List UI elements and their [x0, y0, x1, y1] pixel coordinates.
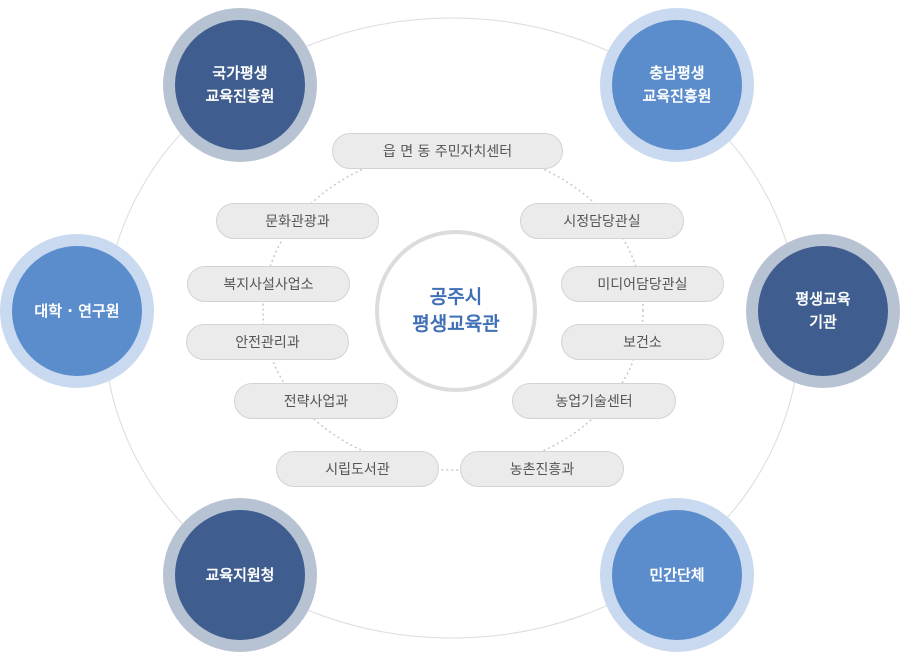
dept-safety: 안전관리과: [186, 324, 349, 360]
dept-rural: 농촌진흥과: [460, 451, 624, 487]
node-lifelong: 평생교육 기관: [746, 234, 900, 388]
node-education: 교육지원청: [163, 498, 317, 652]
node-national: 국가평생 교육진흥원: [163, 8, 317, 162]
dept-cityinfo: 시정담당관실: [520, 203, 684, 239]
node-national-label: 국가평생 교육진흥원: [175, 20, 305, 150]
dept-health: 보건소: [561, 324, 724, 360]
dept-eupmyeondong: 읍 면 동 주민자치센터: [332, 133, 563, 169]
node-civil: 민간단체: [600, 498, 754, 652]
dept-welfare: 복지사설사업소: [187, 266, 350, 302]
center-hub: 공주시 평생교육관: [375, 230, 537, 392]
dept-media: 미디어담당관실: [561, 266, 724, 302]
dept-library: 시립도서관: [276, 451, 439, 487]
node-university: 대학 · 연구원: [0, 234, 154, 388]
node-education-label: 교육지원청: [175, 510, 305, 640]
node-university-label: 대학 · 연구원: [12, 246, 142, 376]
dept-agri: 농업기술센터: [512, 383, 676, 419]
node-civil-label: 민간단체: [612, 510, 742, 640]
node-lifelong-label: 평생교육 기관: [758, 246, 888, 376]
node-chungnam: 충남평생 교육진흥원: [600, 8, 754, 162]
node-chungnam-label: 충남평생 교육진흥원: [612, 20, 742, 150]
dept-culture: 문화관광과: [216, 203, 379, 239]
dept-strategy: 전략사업과: [234, 383, 398, 419]
